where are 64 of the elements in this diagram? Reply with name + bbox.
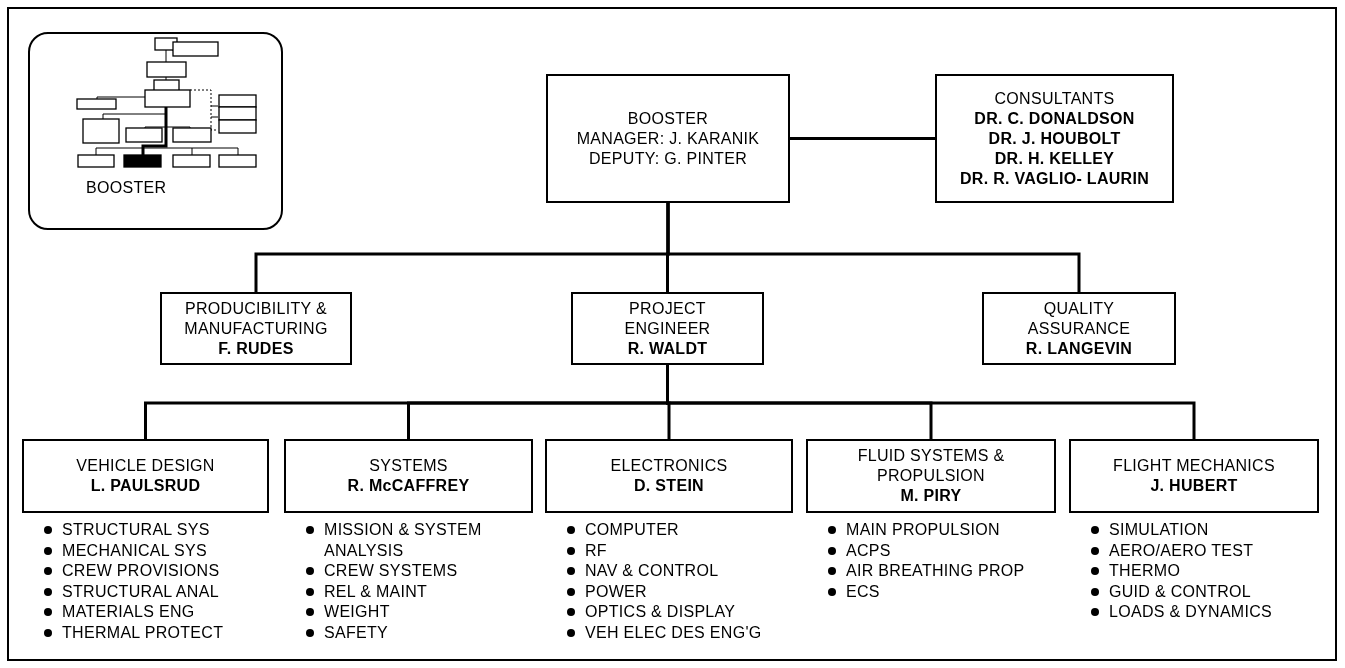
person-name: D. STEIN xyxy=(634,476,704,496)
bullet-item: NAV & CONTROL xyxy=(585,562,719,579)
box-title: DEPUTY: G. PINTER xyxy=(589,148,747,169)
box-title: PROJECT ENGINEER xyxy=(623,298,712,339)
person-name: R. McCAFFREY xyxy=(347,476,470,496)
bullet-item: CREW SYSTEMS xyxy=(324,562,458,579)
bullet-item: AERO/AERO TEST xyxy=(1109,541,1254,559)
box-title: MANAGER: J. KARANIK xyxy=(576,128,760,149)
bullet-item: COMPUTER xyxy=(585,521,679,538)
bullet-item: SAFETY xyxy=(324,623,389,641)
person-name: J. HUBERT xyxy=(1150,476,1238,496)
person-name: DR. J. HOUBOLT xyxy=(988,128,1121,149)
bullet-item: GUID & CONTROL xyxy=(1109,582,1251,600)
box-title: FLUID SYSTEMS & PROPULSION xyxy=(856,446,1006,486)
bullet-item: MATERIALS ENG xyxy=(62,603,195,620)
bullet-item: WEIGHT xyxy=(324,603,390,620)
bullet-item: RF xyxy=(585,541,607,559)
person-name: DR. C. DONALDSON xyxy=(974,108,1135,129)
bullet-item: SIMULATION xyxy=(1109,521,1209,538)
bullet-item: OPTICS & DISPLAY xyxy=(585,603,736,620)
bullet-item: ACPS xyxy=(846,541,891,559)
person-name: DR. H. KELLEY xyxy=(994,148,1115,169)
org-box xyxy=(982,292,1176,365)
bullet-item: STRUCTURAL SYS xyxy=(62,521,210,538)
connector-line xyxy=(790,137,935,140)
manager-box xyxy=(546,74,790,203)
box-title: CONSULTANTS xyxy=(994,88,1115,109)
bullet-item: THERMO xyxy=(1109,562,1181,579)
bullet-item: THERMAL PROTECT xyxy=(62,623,224,641)
org-box xyxy=(806,439,1056,513)
box-title: VEHICLE DESIGN xyxy=(76,456,215,476)
bullet-item: REL & MAINT xyxy=(324,582,428,600)
bullet-item: MAIN PROPULSION xyxy=(846,521,1000,538)
bullet-item: POWER xyxy=(585,582,647,600)
person-name: F. RUDES xyxy=(218,338,294,359)
org-box xyxy=(1069,439,1319,513)
person-name: L. PAULSRUD xyxy=(90,476,201,496)
person-name: R. WALDT xyxy=(627,338,708,359)
bullet-item: MISSION & SYSTEM ANALYSIS xyxy=(324,520,483,561)
bullet-item: MECHANICAL SYS xyxy=(62,541,207,559)
person-name: M. PIRY xyxy=(900,486,962,506)
person-name: DR. R. VAGLIO- LAURIN xyxy=(959,168,1150,189)
locator-panel xyxy=(28,32,283,230)
org-box xyxy=(160,292,352,365)
org-box xyxy=(22,439,269,513)
org-box xyxy=(545,439,793,513)
org-box xyxy=(571,292,764,365)
bullet-item: VEH ELEC DES ENG'G xyxy=(585,623,762,641)
bullet-item: AIR BREATHING PROP xyxy=(846,562,1025,579)
bullet-item: LOADS & DYNAMICS xyxy=(1109,603,1273,620)
consultants-box xyxy=(935,74,1174,203)
org-box xyxy=(284,439,533,513)
person-name: R. LANGEVIN xyxy=(1025,338,1133,359)
box-title: ELECTRONICS xyxy=(610,456,728,476)
connector-line xyxy=(666,203,1081,292)
box-title: FLIGHT MECHANICS xyxy=(1113,456,1275,476)
bullet-item: ECS xyxy=(846,582,880,600)
panel-label: BOOSTER xyxy=(86,178,167,198)
box-title: SYSTEMS xyxy=(369,456,448,476)
bullet-item: CREW PROVISIONS xyxy=(62,562,220,579)
box-title: QUALITY ASSURANCE xyxy=(1026,298,1132,339)
box-title: BOOSTER xyxy=(627,108,709,129)
box-title: PRODUCIBILITY & MANUFACTURING xyxy=(183,298,329,339)
bullet-item: STRUCTURAL ANAL xyxy=(62,582,219,600)
